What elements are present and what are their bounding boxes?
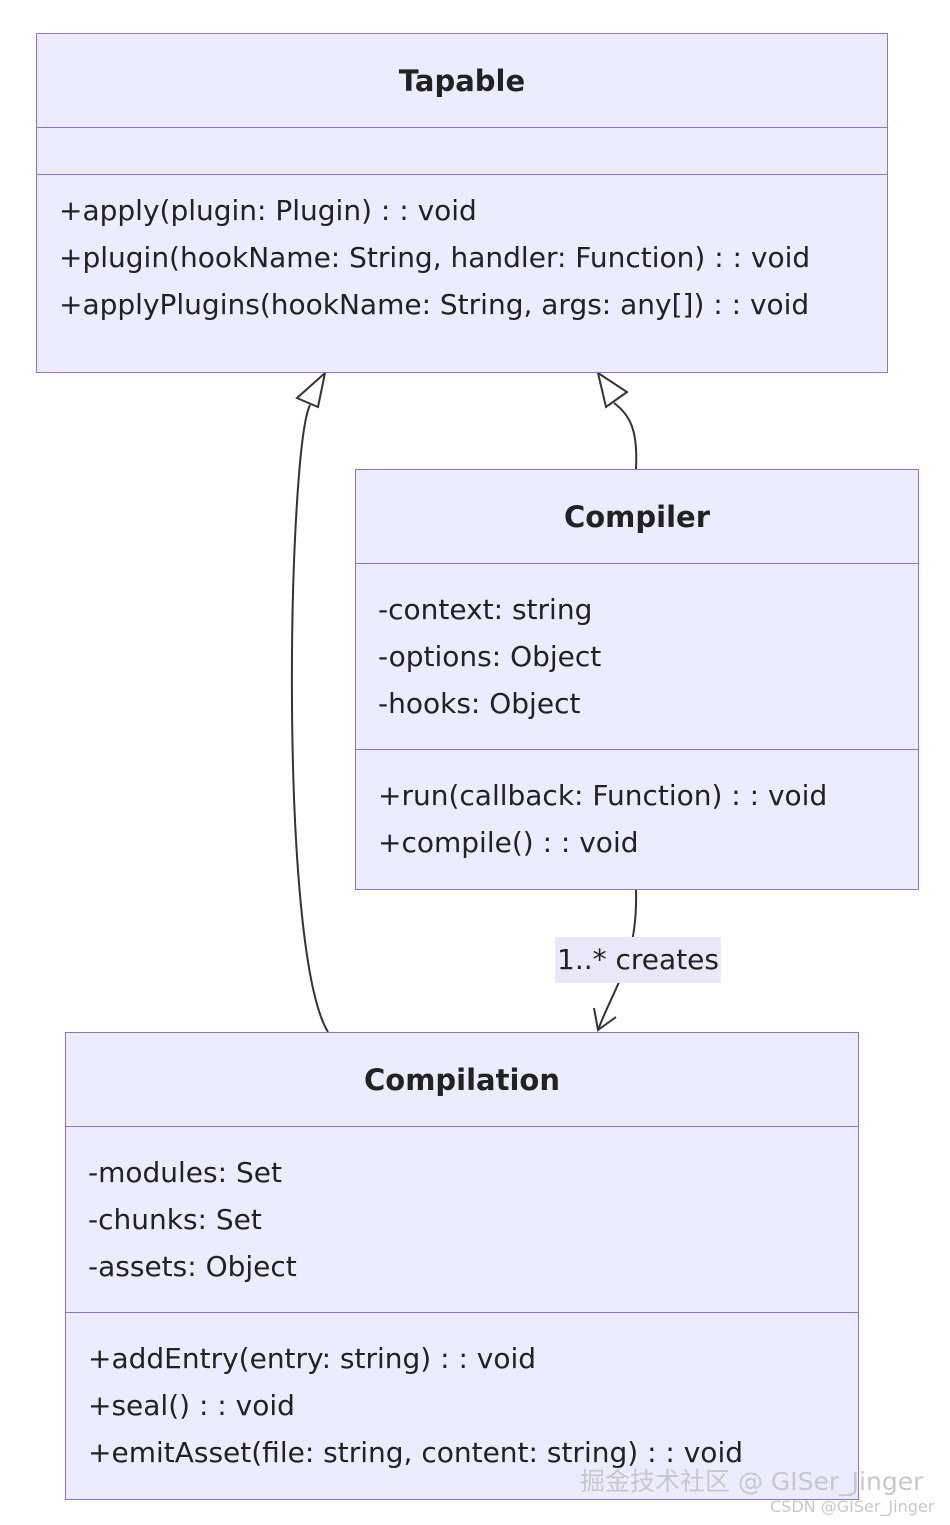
method-line: +addEntry(entry: string) : : void bbox=[88, 1342, 537, 1375]
method-line: +run(callback: Function) : : void bbox=[378, 779, 828, 812]
inheritance-arrowhead-right bbox=[596, 370, 629, 409]
class-compilation-attributes: -modules: Set -chunks: Set -assets: Obje… bbox=[66, 1127, 858, 1313]
attribute-line: -assets: Object bbox=[88, 1250, 297, 1283]
watermark-csdn: CSDN @GISer_Jinger bbox=[770, 1497, 935, 1516]
attribute-line: -chunks: Set bbox=[88, 1203, 262, 1236]
inheritance-edge-compiler-tapable bbox=[613, 402, 638, 470]
attribute-line: -options: Object bbox=[378, 640, 602, 673]
class-tapable-methods: +apply(plugin: Plugin) : : void +plugin(… bbox=[37, 175, 887, 328]
class-compiler: Compiler -context: string -options: Obje… bbox=[355, 469, 919, 890]
method-line: +seal() : : void bbox=[88, 1389, 295, 1422]
class-compilation-methods: +addEntry(entry: string) : : void +seal(… bbox=[66, 1313, 858, 1476]
class-tapable-title: Tapable bbox=[37, 34, 887, 128]
inheritance-arrowhead-left bbox=[295, 370, 327, 409]
attribute-line: -hooks: Object bbox=[378, 687, 581, 720]
method-line: +emitAsset(file: string, content: string… bbox=[88, 1436, 743, 1469]
attribute-line: -context: string bbox=[378, 593, 593, 626]
class-tapable: Tapable +apply(plugin: Plugin) : : void … bbox=[36, 33, 888, 373]
class-compiler-methods: +run(callback: Function) : : void +compi… bbox=[356, 750, 918, 866]
association-arrowhead bbox=[593, 1007, 617, 1032]
edge-label-creates: 1..* creates bbox=[555, 937, 721, 983]
inheritance-edge-compilation-tapable bbox=[290, 404, 329, 1033]
attribute-line: -modules: Set bbox=[88, 1156, 282, 1189]
method-line: +plugin(hookName: String, handler: Funct… bbox=[59, 241, 811, 274]
method-line: +apply(plugin: Plugin) : : void bbox=[59, 194, 477, 227]
class-compiler-attributes: -context: string -options: Object -hooks… bbox=[356, 564, 918, 750]
watermark-juejin: 掘金技术社区 @ GISer_Jinger bbox=[580, 1467, 924, 1496]
class-compilation-title: Compilation bbox=[66, 1033, 858, 1127]
class-tapable-attributes bbox=[37, 128, 887, 175]
class-compilation: Compilation -modules: Set -chunks: Set -… bbox=[65, 1032, 859, 1500]
class-compiler-title: Compiler bbox=[356, 470, 918, 564]
method-line: +compile() : : void bbox=[378, 826, 639, 859]
method-line: +applyPlugins(hookName: String, args: an… bbox=[59, 288, 810, 321]
